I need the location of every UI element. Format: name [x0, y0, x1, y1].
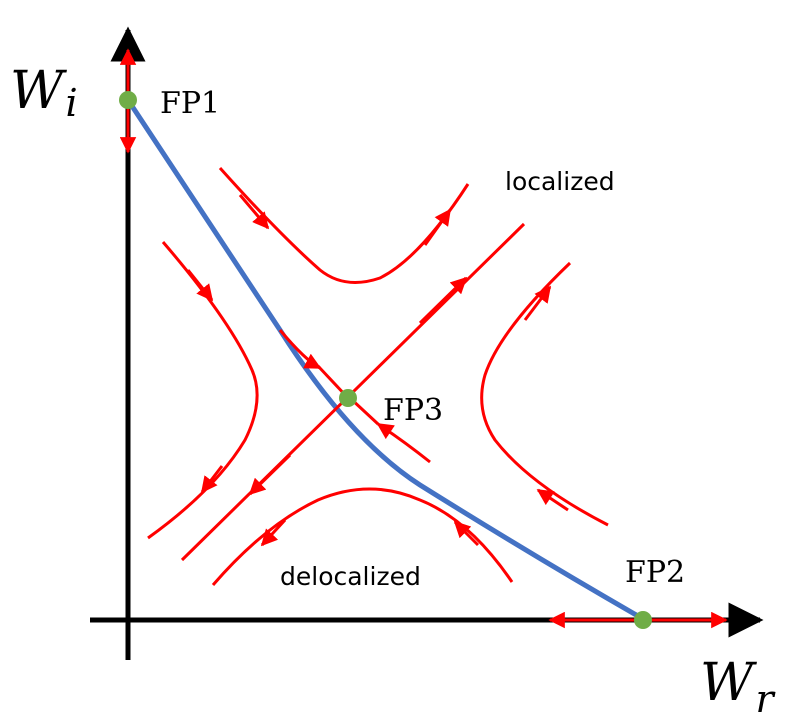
flow-curve-top-arrow-in [238, 194, 270, 230]
critical-line-flow-upper [278, 329, 322, 370]
flow-curve-left-arrow-out [200, 465, 224, 494]
x-axis-label: Wr [700, 653, 776, 721]
fixed-point-fp1 [119, 91, 137, 109]
y-axis-label: Wi [10, 61, 78, 125]
critical-line [125, 98, 647, 623]
flow-curve-right [480, 261, 609, 527]
fp3-label: FP3 [383, 393, 443, 428]
delocalized-label: delocalized [280, 562, 421, 591]
flow-curve-top-arrow-out [423, 208, 452, 246]
flow-curve-right-arrow-out [523, 285, 552, 321]
separatrix-arrow-up [418, 276, 468, 325]
fixed-point-fp2 [634, 611, 652, 629]
critical-line-flow-lower [376, 422, 431, 464]
flow-curve-right-arrow-in [536, 488, 569, 512]
fixed-point-fp3 [339, 389, 357, 407]
flow-curve-bottom-arrow-out [260, 518, 287, 547]
localized-label: localized [505, 167, 615, 196]
flow-curve-bottom-arrow-in [453, 520, 480, 547]
fp1-label: FP1 [160, 86, 220, 121]
flow-curve-left-arrow-in [186, 269, 214, 302]
separatrix-arrow-down [248, 453, 292, 496]
fp2-label: FP2 [625, 555, 685, 590]
flow-curve-top [218, 166, 470, 284]
